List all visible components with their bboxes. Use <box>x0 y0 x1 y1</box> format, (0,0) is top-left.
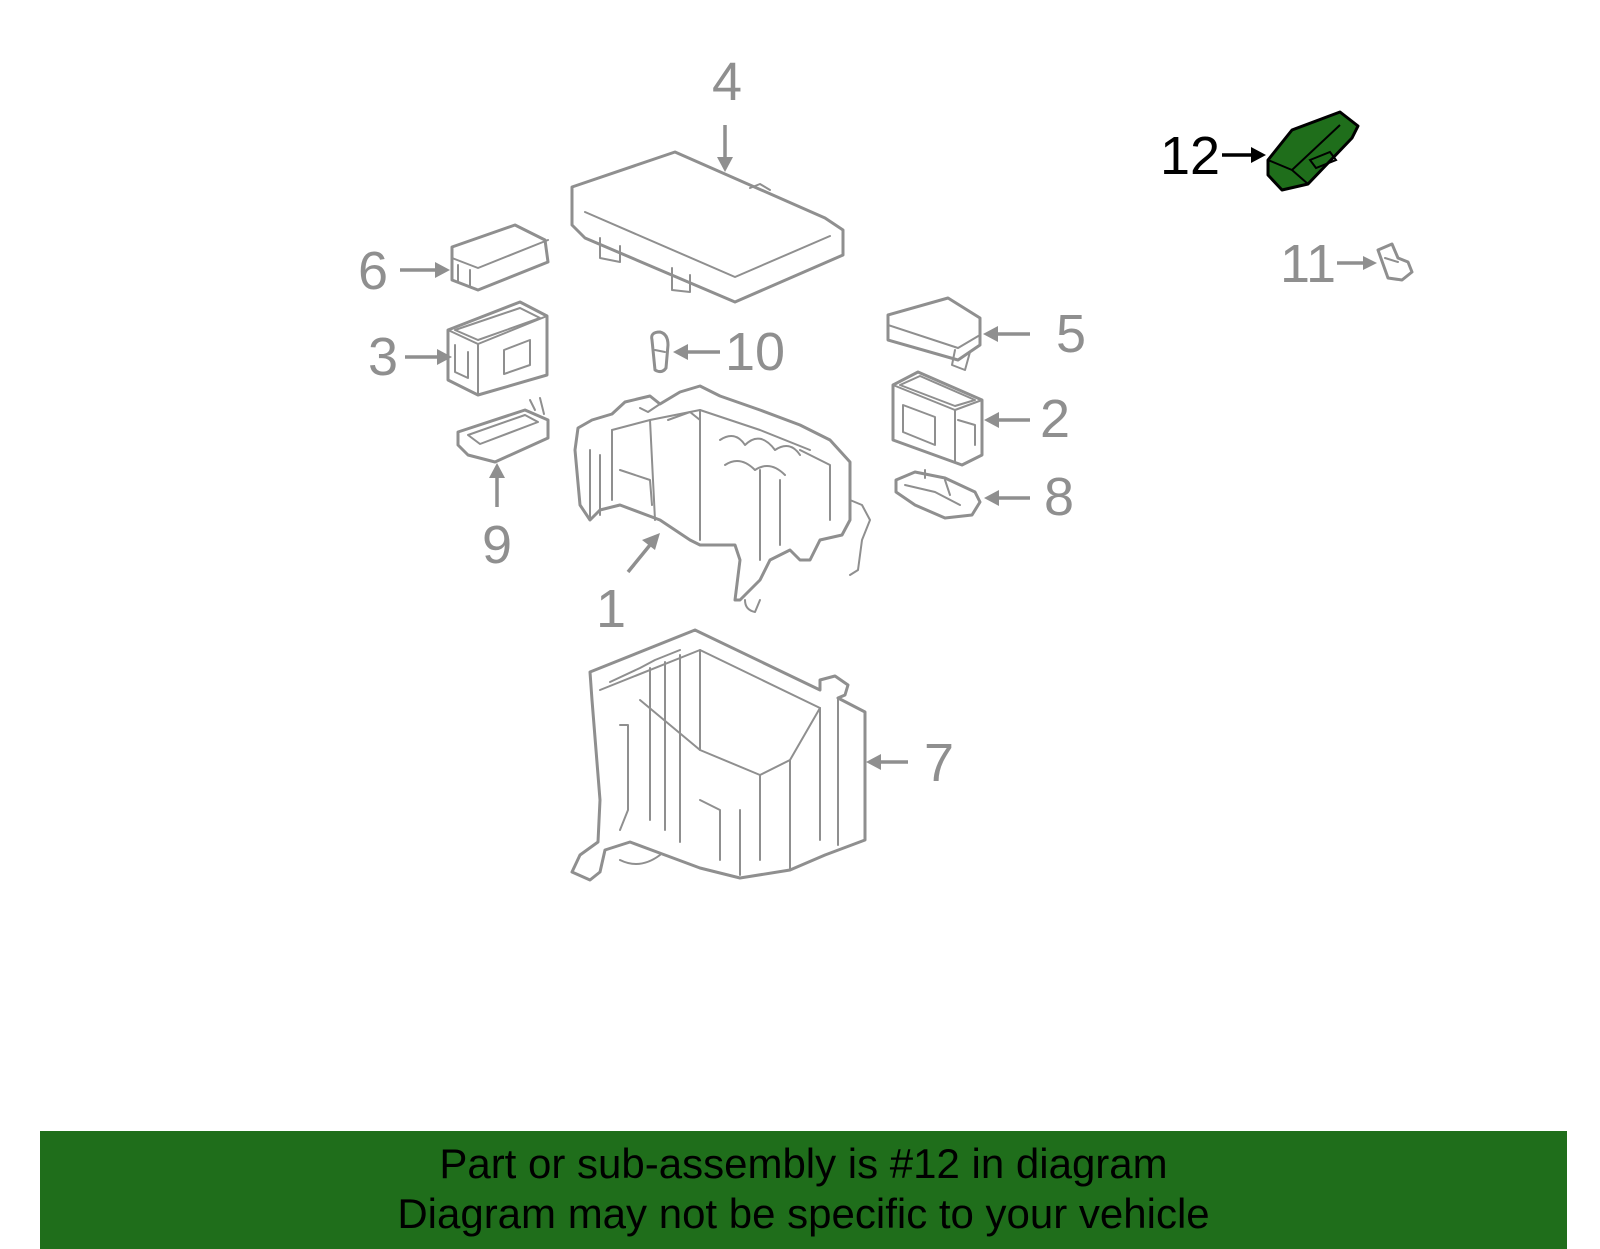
banner-line-1: Part or sub-assembly is #12 in diagram <box>439 1140 1168 1187</box>
label-8: 8 <box>1044 467 1074 527</box>
label-2: 2 <box>1040 389 1070 449</box>
info-banner: Part or sub-assembly is #12 in diagram D… <box>40 1131 1567 1249</box>
label-9: 9 <box>482 515 512 575</box>
label-11: 11 <box>1280 234 1336 294</box>
part-12-highlighted[interactable] <box>1266 110 1360 192</box>
label-10: 10 <box>725 322 785 382</box>
banner-line-2: Diagram may not be specific to your vehi… <box>397 1190 1210 1237</box>
label-6: 6 <box>358 241 388 301</box>
part-11-clip[interactable] <box>1376 242 1414 282</box>
parts-diagram: 4 6 3 9 10 1 5 2 8 7 11 12 <box>358 52 1414 882</box>
part-3-relay-box[interactable] <box>446 300 549 397</box>
part-2-relay-box[interactable] <box>891 370 984 467</box>
part-4-cover[interactable] <box>570 150 845 304</box>
callout-arrows <box>400 125 1377 770</box>
part-9-tray[interactable] <box>456 397 550 464</box>
label-7: 7 <box>924 733 954 793</box>
part-1-fuse-box[interactable] <box>573 384 871 613</box>
label-5: 5 <box>1056 304 1086 364</box>
label-4: 4 <box>712 52 742 112</box>
part-10-clip[interactable] <box>650 330 670 374</box>
label-3: 3 <box>368 327 398 387</box>
label-1: 1 <box>596 579 626 639</box>
part-7-base-tray[interactable] <box>570 628 867 882</box>
part-5-small-cover[interactable] <box>886 296 982 371</box>
label-12: 12 <box>1160 126 1220 186</box>
part-8-bracket[interactable] <box>894 469 982 520</box>
part-6-small-cover[interactable] <box>450 223 550 292</box>
